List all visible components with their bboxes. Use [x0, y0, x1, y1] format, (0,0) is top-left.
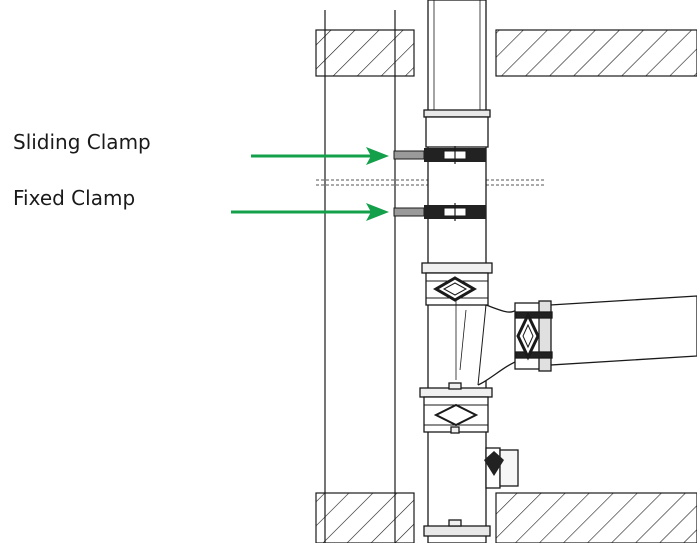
access-port — [484, 447, 519, 489]
floor-slab-lower — [315, 492, 697, 543]
floor-slab-upper — [315, 29, 697, 77]
branch-fitting — [421, 262, 521, 386]
fixed-clamp — [393, 203, 486, 221]
horizontal-branch-pipe — [514, 295, 697, 372]
arrow-sliding-clamp — [251, 147, 389, 165]
pipe-coupling-lower — [419, 382, 493, 434]
sliding-clamp-label: Sliding Clamp — [13, 130, 151, 154]
pipe-socket-upper — [423, 109, 491, 148]
wall — [324, 10, 396, 543]
pipe-socket-bottom — [423, 519, 491, 537]
fixed-clamp-label: Fixed Clamp — [13, 186, 136, 210]
arrow-fixed-clamp — [231, 203, 389, 221]
sliding-clamp — [393, 146, 486, 164]
